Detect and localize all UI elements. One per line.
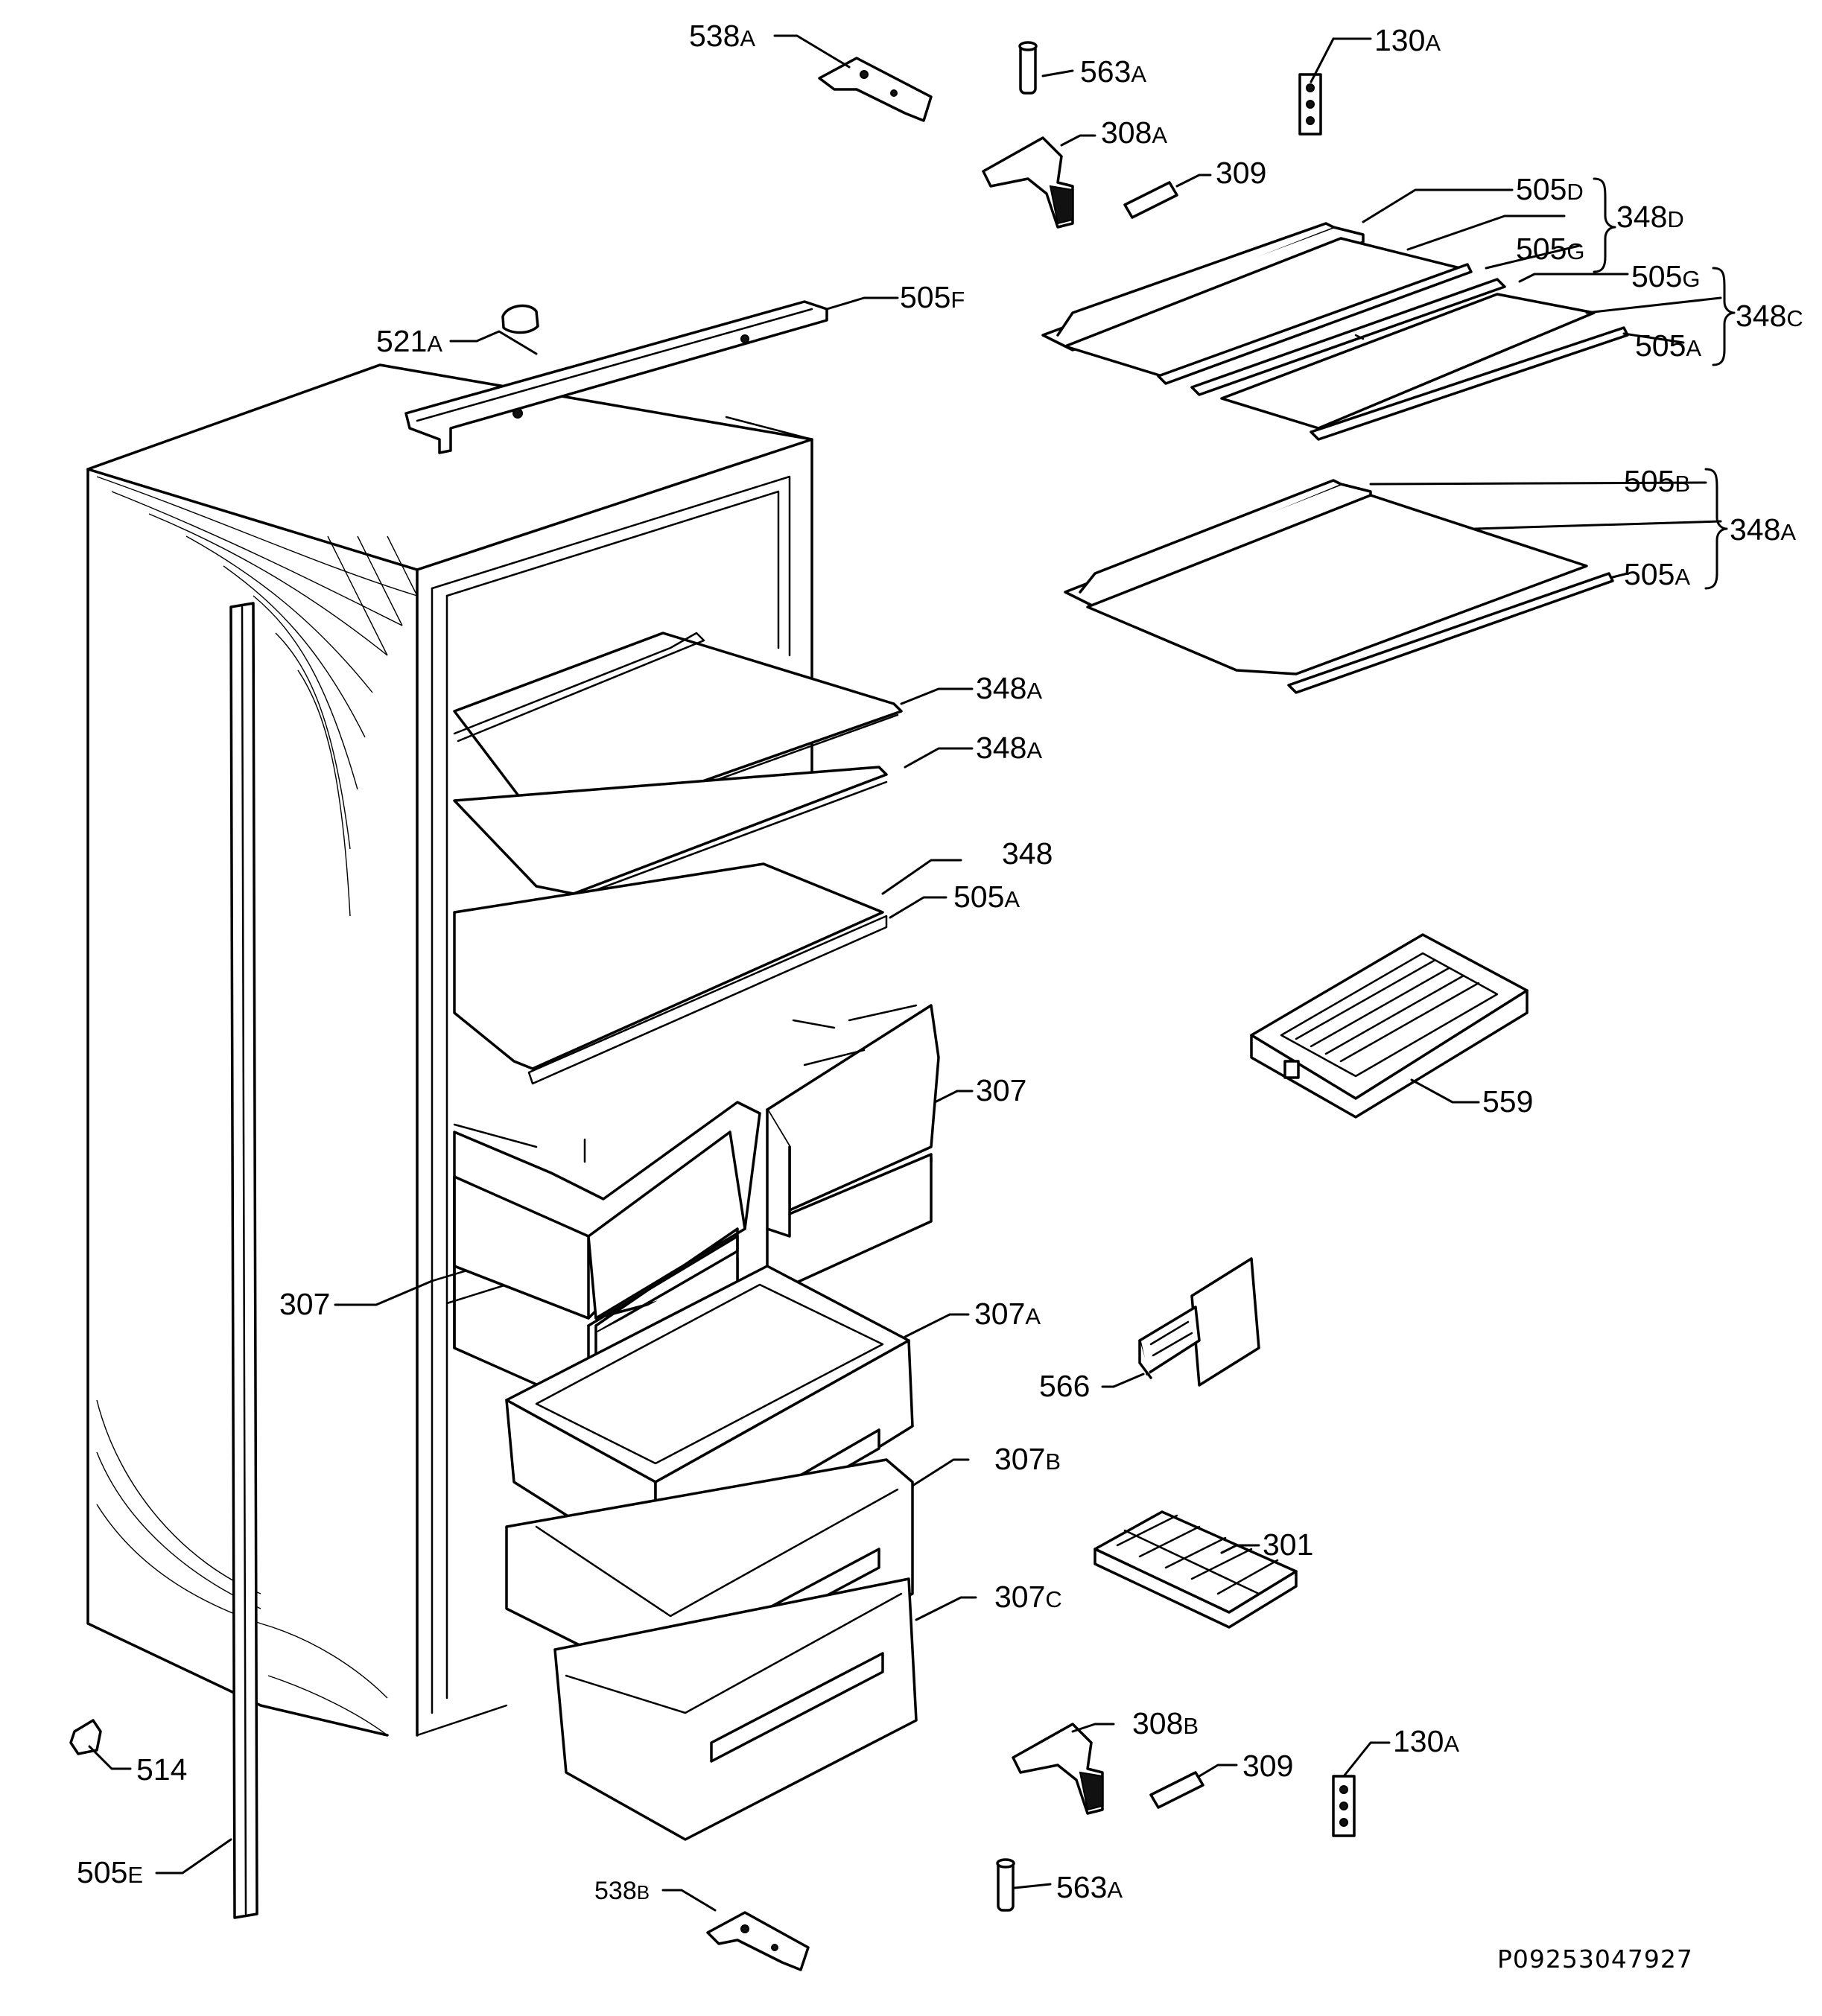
interior-back-lines — [453, 1019, 836, 1163]
label-309-top: 309 — [1216, 156, 1266, 190]
label-307b: 307B — [994, 1442, 1061, 1476]
drawer-307c — [553, 1577, 918, 1841]
label-505a-2: 505A — [1624, 557, 1690, 591]
pin-563a-top — [1018, 41, 1038, 95]
ice-tray-301 — [1093, 1510, 1298, 1629]
top-rail-505f — [404, 300, 828, 454]
label-348d: 348D — [1616, 200, 1684, 234]
label-559: 559 — [1482, 1084, 1533, 1119]
label-505a-1: 505A — [1635, 328, 1701, 363]
label-307-right: 307 — [976, 1073, 1026, 1107]
label-307-left: 307 — [279, 1287, 330, 1321]
label-514: 514 — [136, 1752, 187, 1787]
label-563a-top: 563A — [1080, 54, 1146, 89]
plate-309-top — [1123, 181, 1178, 219]
label-301: 301 — [1263, 1527, 1313, 1562]
label-309-bottom: 309 — [1242, 1749, 1293, 1783]
label-348a-2: 348A — [976, 731, 1042, 765]
scraper-566 — [1138, 1257, 1260, 1387]
label-307a: 307A — [974, 1297, 1041, 1331]
label-307c: 307C — [994, 1580, 1062, 1614]
shelf-348 — [453, 862, 888, 1085]
shelf-348a-lower — [453, 766, 888, 903]
label-505d: 505D — [1516, 172, 1584, 206]
label-348a-right: 348A — [1730, 512, 1796, 547]
label-505g-2: 505G — [1631, 259, 1701, 293]
part-labels: 538A 563A 130A 308A 309 505D 348D 505G 5… — [77, 19, 1803, 1974]
label-505f: 505F — [900, 280, 965, 314]
bracket-130a-top — [1298, 73, 1322, 136]
hinge-538b — [706, 1911, 810, 1971]
plate-309-bottom — [1149, 1771, 1204, 1809]
shelf-assembly-348a-right — [1064, 479, 1614, 694]
hinge-308a — [982, 136, 1074, 229]
tray-559 — [1250, 933, 1529, 1119]
leader-lines — [88, 34, 1736, 1912]
drawer-307-right — [766, 1004, 940, 1297]
hinge-308b — [1012, 1723, 1104, 1815]
label-348: 348 — [1002, 836, 1053, 871]
label-505g-1: 505G — [1516, 232, 1585, 266]
document-code: P09253047927 — [1497, 1945, 1693, 1974]
label-505e: 505E — [77, 1855, 143, 1889]
label-505a-3: 505A — [953, 880, 1020, 914]
label-505b: 505B — [1624, 464, 1690, 498]
label-538b: 538B — [594, 1877, 650, 1905]
shelf-assembly-348d — [1041, 222, 1473, 385]
fridge-cabinet — [86, 363, 813, 1919]
shelf-assembly-348c — [1190, 278, 1629, 441]
label-308a: 308A — [1101, 115, 1167, 150]
label-538a: 538A — [689, 19, 755, 53]
label-521a: 521A — [376, 324, 442, 358]
label-563a-bottom: 563A — [1056, 1870, 1123, 1904]
label-348a-1: 348A — [976, 671, 1042, 705]
label-348c: 348C — [1736, 299, 1803, 333]
cap-521a — [501, 304, 539, 334]
hinge-538a — [818, 57, 933, 122]
label-130a-bottom: 130A — [1393, 1724, 1459, 1758]
bracket-130a-bottom — [1332, 1775, 1356, 1837]
pin-563a-bottom — [996, 1858, 1015, 1912]
label-566: 566 — [1039, 1369, 1090, 1403]
label-308b: 308B — [1132, 1706, 1199, 1740]
label-130a-top: 130A — [1374, 23, 1441, 57]
foot-514 — [69, 1719, 102, 1755]
